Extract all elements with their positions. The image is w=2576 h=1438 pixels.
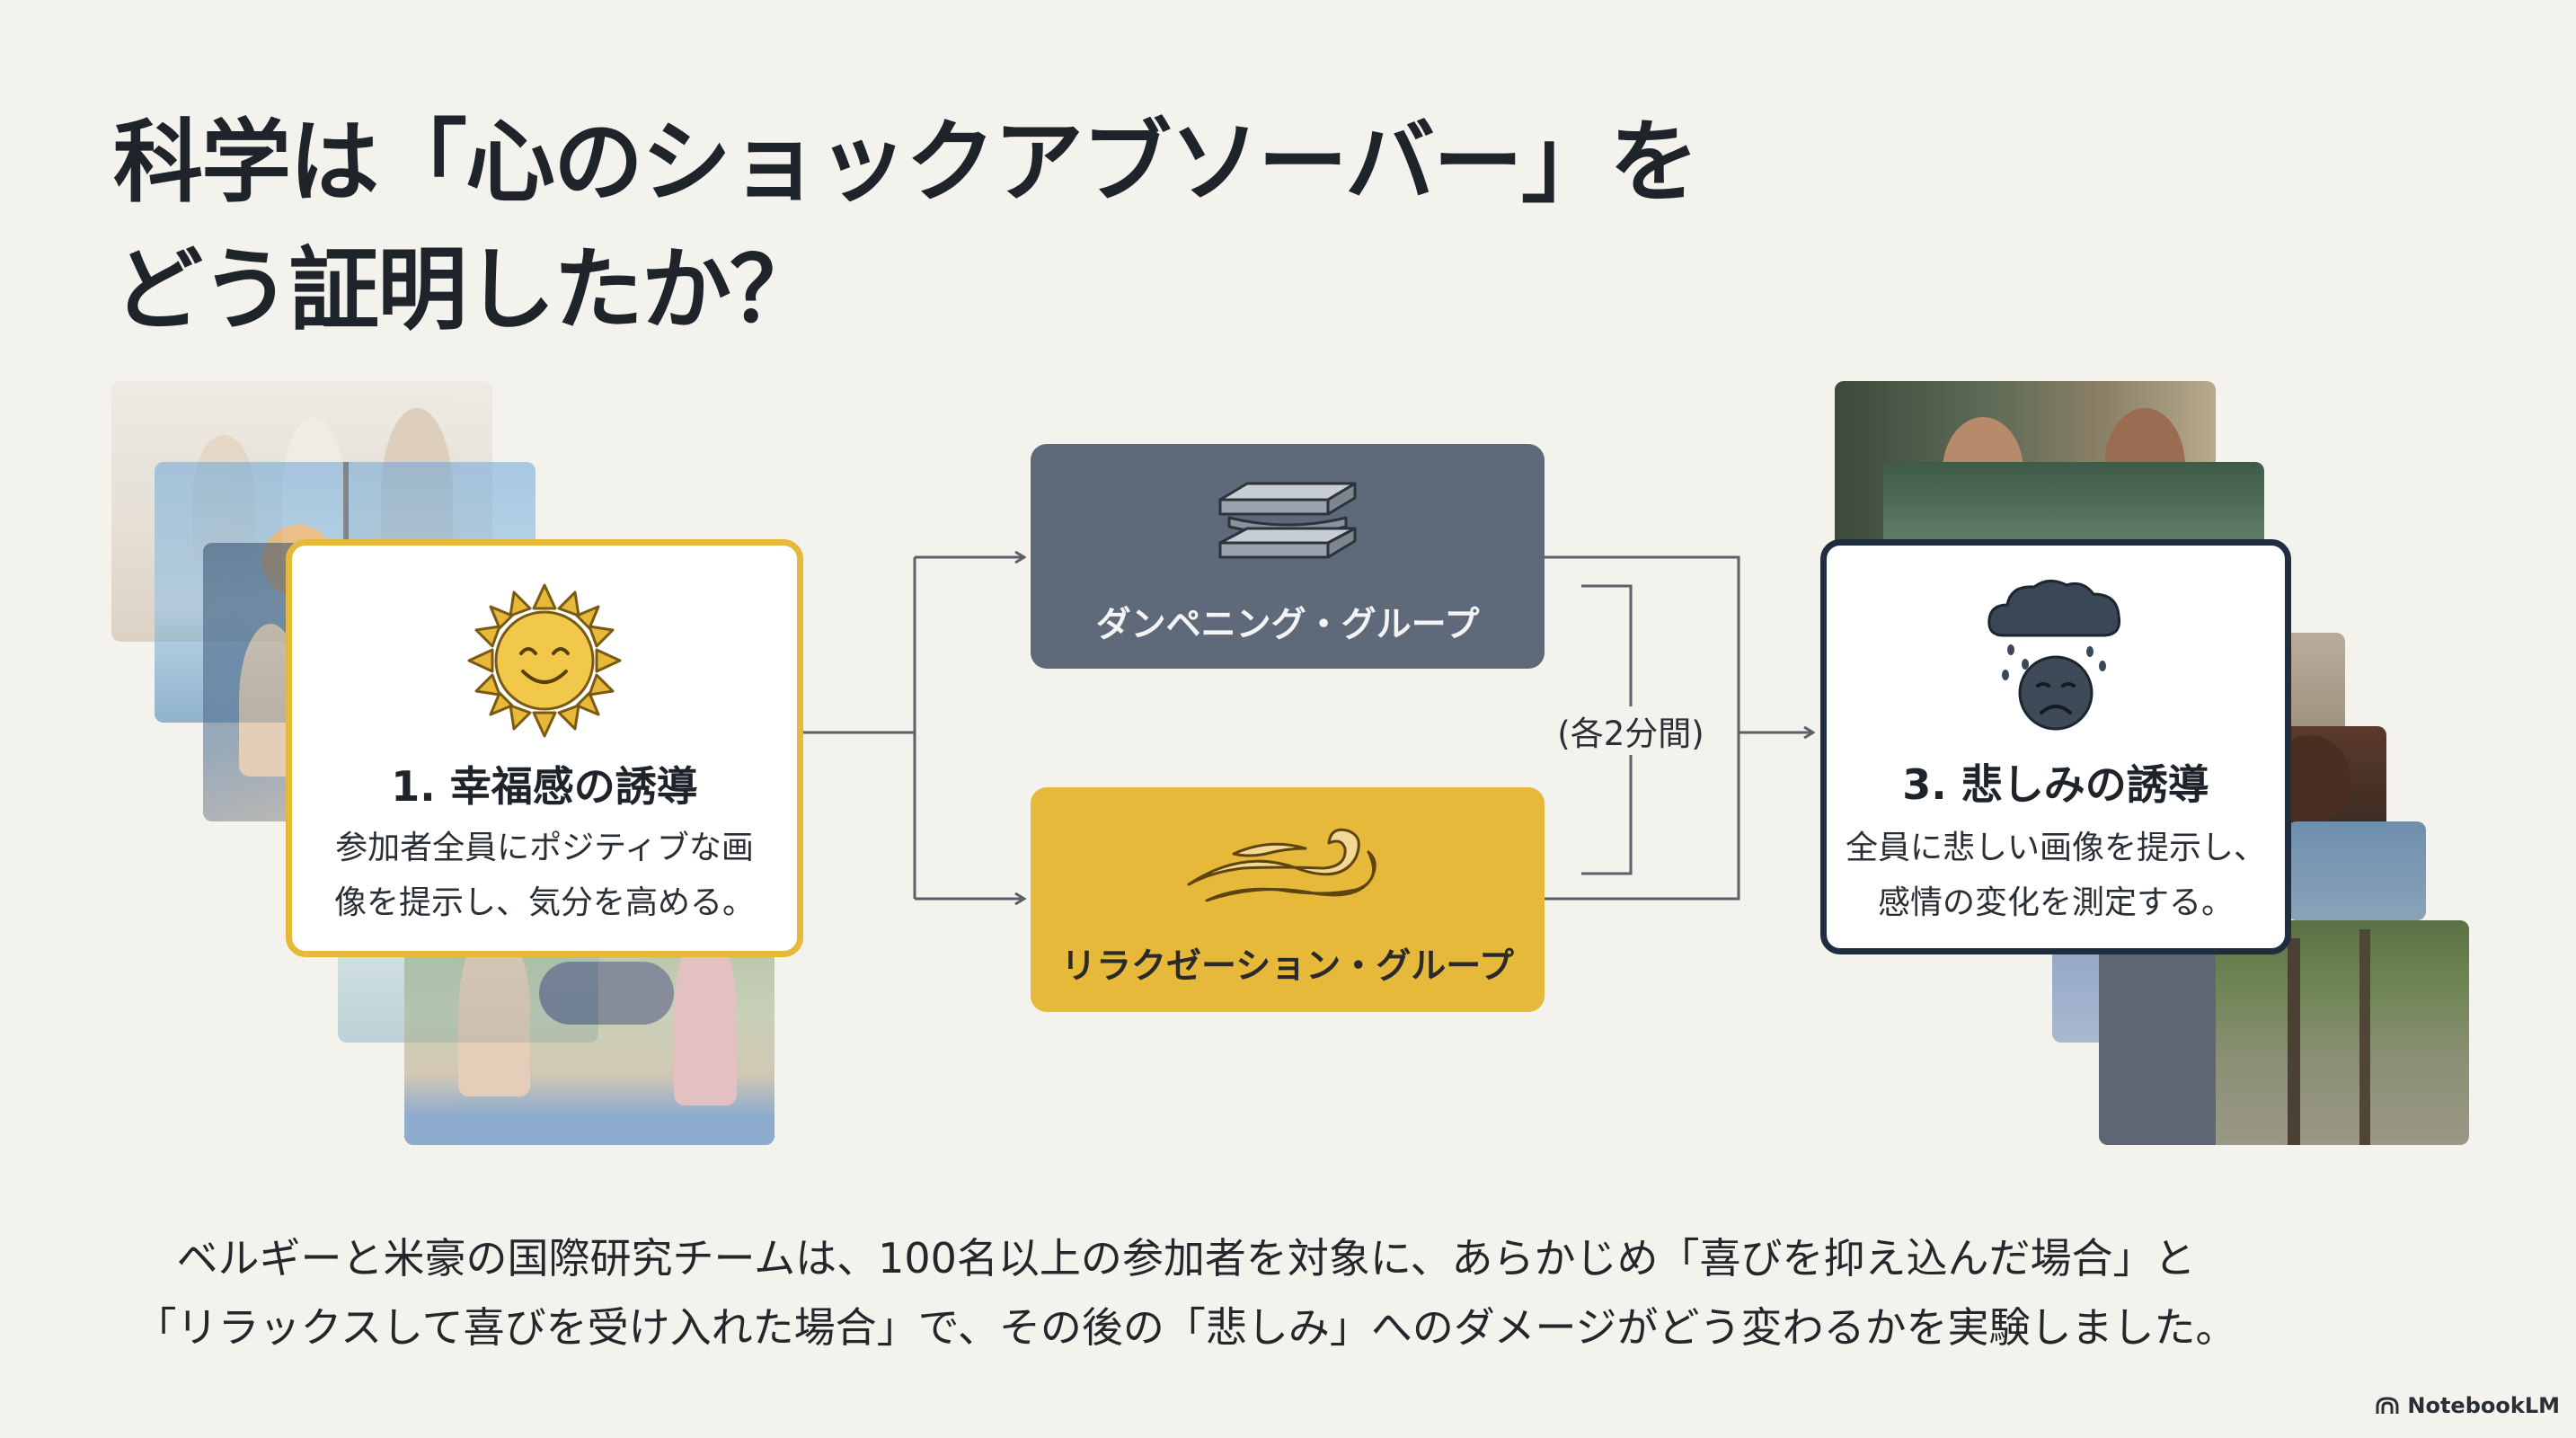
caption-line-2: 「リラックスして喜びを受け入れた場合」で、その後の「悲しみ」へのダメージがどう変… bbox=[135, 1303, 2237, 1352]
explanation-caption: ベルギーと米豪の国際研究チームは、100名以上の参加者を対象に、あらかじめ「喜び… bbox=[0, 1224, 2372, 1363]
shock-absorber-plates-icon bbox=[1218, 482, 1357, 559]
sadness-induction-card: 3. 悲しみの誘導 全員に悲しい画像を提示し、 感情の変化を測定する。 bbox=[1820, 539, 2291, 954]
happiness-card-body: 参加者全員にポジティブな画 像を提示し、気分を高める。 bbox=[292, 821, 797, 930]
slide-title-line-1: 科学は「心のショックアブソーバー」を bbox=[113, 110, 1699, 215]
slide-title: 科学は「心のショックアブソーバー」を どう証明したか？ bbox=[113, 99, 1699, 354]
sadness-card-body-line-2: 感情の変化を測定する。 bbox=[1877, 884, 2234, 921]
smiling-sun-icon bbox=[467, 583, 622, 738]
sad-rain-cloud-icon bbox=[1987, 580, 2121, 731]
relaxation-group-label: リラクゼーション・グループ bbox=[1061, 946, 1514, 987]
slide-title-line-2: どう証明したか？ bbox=[113, 237, 819, 342]
notebooklm-logo-icon bbox=[2376, 1397, 2399, 1414]
happiness-induction-card: 1. 幸福感の誘導 参加者全員にポジティブな画 像を提示し、気分を高める。 bbox=[286, 539, 803, 957]
connector-dampening-out bbox=[1545, 555, 1740, 901]
caption-line-1: ベルギーと米豪の国際研究チームは、100名以上の参加者を対象に、あらかじめ「喜び… bbox=[176, 1234, 2196, 1283]
sadness-card-title: 3. 悲しみの誘導 bbox=[1902, 760, 2209, 809]
happiness-card-body-line-1: 参加者全員にポジティブな画 bbox=[335, 830, 754, 866]
happiness-card-body-line-2: 像を提示し、気分を高める。 bbox=[333, 884, 755, 921]
sadness-card-body: 全員に悲しい画像を提示し、 感情の変化を測定する。 bbox=[1827, 821, 2285, 930]
sad-photo-laundry bbox=[2288, 821, 2426, 920]
happiness-card-title: 1. 幸福感の誘導 bbox=[391, 762, 698, 811]
dampening-group-box: ダンペニング・グループ bbox=[1031, 444, 1545, 669]
sadness-card-body-line-1: 全員に悲しい画像を提示し、 bbox=[1845, 830, 2266, 866]
brand-name: NotebookLM bbox=[2407, 1393, 2560, 1418]
notebooklm-brand: NotebookLM bbox=[2375, 1393, 2560, 1418]
sad-photo-forest-path bbox=[2099, 920, 2469, 1145]
dampening-group-label: ダンペニング・グループ bbox=[1095, 605, 1480, 645]
wind-swirl-icon bbox=[1187, 828, 1377, 902]
relaxation-group-box: リラクゼーション・グループ bbox=[1031, 787, 1545, 1012]
duration-label: (各2分間) bbox=[1545, 706, 1716, 755]
